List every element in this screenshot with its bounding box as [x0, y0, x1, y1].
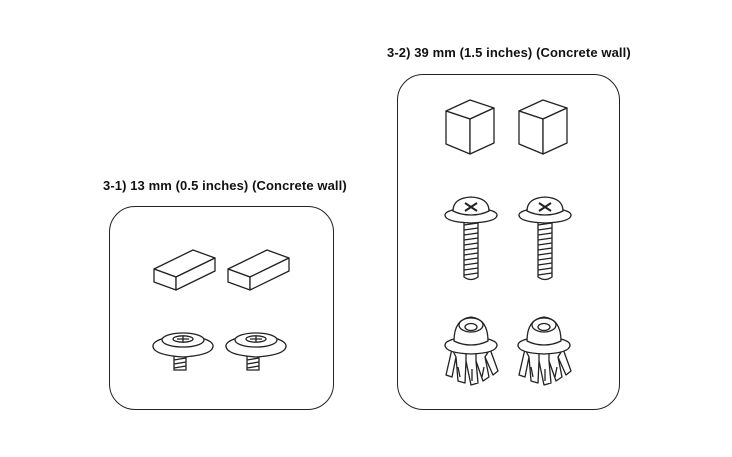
wall-anchor-icon: [511, 311, 577, 387]
right-set-caption: 3-2) 39 mm (1.5 inches) (Concrete wall): [387, 45, 631, 60]
long-phillips-screw-icon: [515, 193, 575, 283]
rectangular-spacer-icon: [226, 244, 292, 292]
left-set-caption: 3-1) 13 mm (0.5 inches) (Concrete wall): [103, 178, 347, 193]
long-phillips-screw-icon: [441, 193, 501, 283]
short-wide-head-screw-icon: [150, 322, 220, 377]
wall-anchor-icon: [438, 311, 504, 387]
cube-spacer-icon: [517, 97, 569, 157]
short-wide-head-screw-icon: [223, 322, 293, 377]
left-parts-panel: [109, 206, 334, 410]
cube-spacer-icon: [444, 97, 496, 157]
right-parts-panel: [397, 74, 620, 410]
rectangular-spacer-icon: [152, 244, 218, 292]
